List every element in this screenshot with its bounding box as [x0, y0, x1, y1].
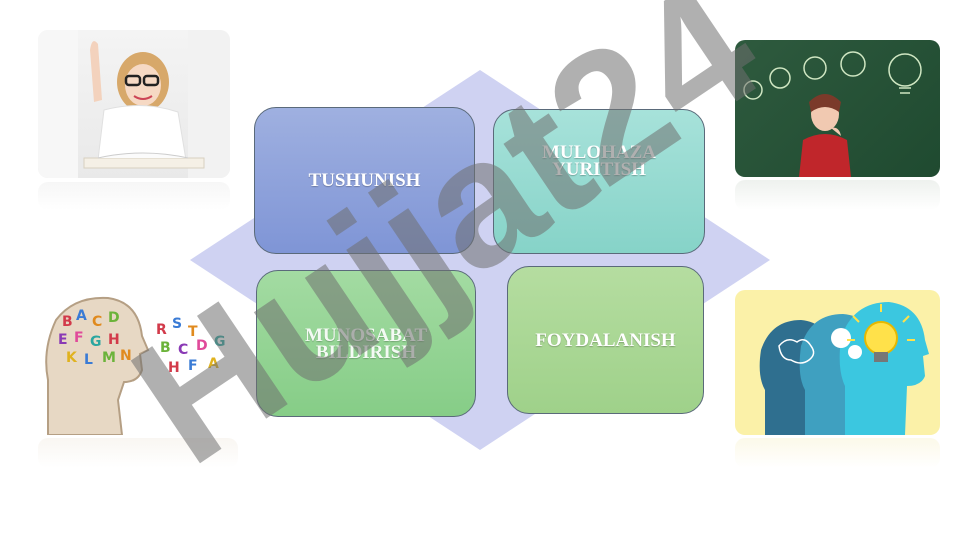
svg-text:F: F: [74, 330, 84, 346]
svg-text:G: G: [90, 334, 102, 350]
svg-text:R: R: [156, 322, 167, 338]
svg-text:L: L: [84, 352, 93, 368]
svg-text:A: A: [76, 308, 87, 324]
girl-image: [38, 30, 230, 178]
box-munosabat-bildirish: MUNOSABAT BILDIRISH: [256, 270, 476, 417]
heads-illustration-reflection: [735, 438, 940, 468]
woman-photo-reflection: [735, 180, 940, 210]
chalkboard-image: [743, 51, 922, 177]
box-mulohaza-yuritish: MULOHAZA YURITISH: [493, 109, 705, 254]
heads-image: [759, 302, 929, 435]
box-tushunish: TUSHUNISH: [254, 107, 475, 254]
girl-raising-hand-photo: [38, 30, 230, 178]
svg-text:E: E: [58, 332, 68, 348]
box-foydalanish: FOYDALANISH: [507, 266, 704, 414]
svg-text:H: H: [168, 360, 180, 376]
head-letters-reflection: [38, 438, 238, 468]
box-label: MUNOSABAT BILDIRISH: [304, 324, 428, 363]
svg-text:C: C: [178, 342, 188, 358]
svg-text:F: F: [188, 358, 198, 374]
heads-brain-gears-bulb-illustration: [735, 290, 940, 435]
svg-text:B: B: [62, 314, 73, 330]
svg-text:B: B: [160, 340, 171, 356]
box-label: MULOHAZA YURITISH: [542, 141, 656, 180]
svg-text:N: N: [120, 348, 132, 364]
box-label: TUSHUNISH: [308, 170, 421, 191]
svg-text:A: A: [208, 356, 219, 372]
svg-text:T: T: [188, 324, 198, 340]
svg-text:D: D: [108, 310, 120, 326]
svg-text:D: D: [196, 338, 208, 354]
girl-photo-reflection: [38, 182, 230, 210]
box-label: FOYDALANISH: [535, 329, 676, 351]
svg-text:C: C: [92, 314, 102, 330]
svg-text:S: S: [172, 316, 182, 332]
svg-text:H: H: [108, 332, 120, 348]
woman-thinking-lightbulbs-photo: [735, 40, 940, 177]
svg-text:K: K: [66, 350, 78, 366]
svg-text:M: M: [102, 350, 116, 366]
svg-text:G: G: [214, 334, 226, 350]
